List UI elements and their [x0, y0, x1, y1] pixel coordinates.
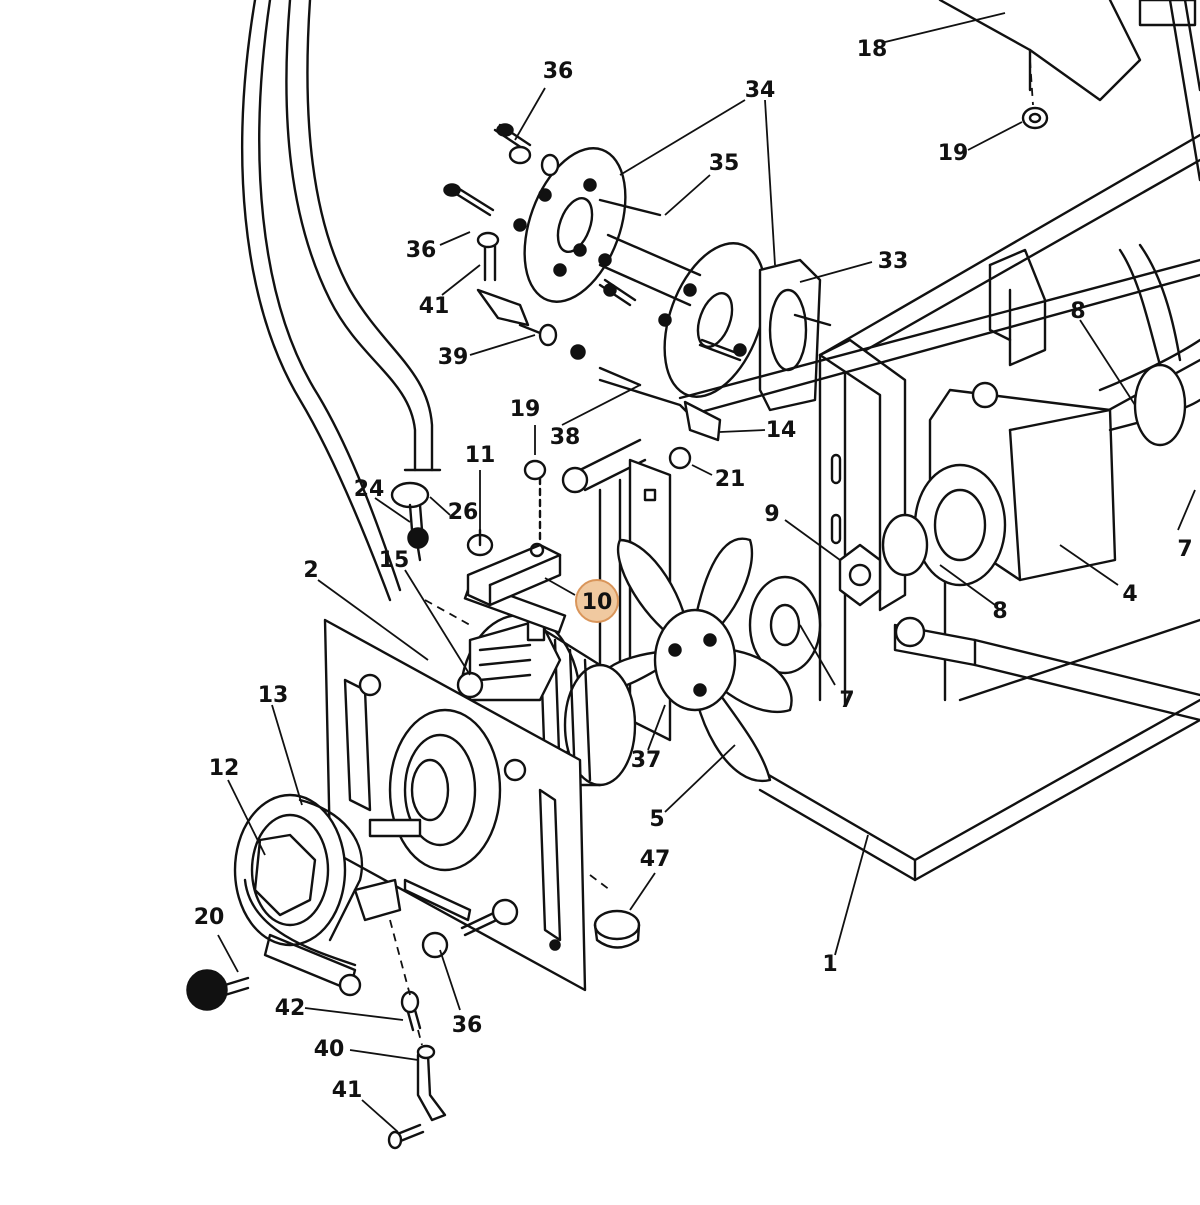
callout-18[interactable]: 18 [857, 37, 888, 62]
callout-14[interactable]: 14 [766, 418, 797, 443]
callout-7-mid[interactable]: 7 [839, 688, 854, 713]
callout-4[interactable]: 4 [1122, 582, 1137, 607]
callout-42[interactable]: 42 [275, 996, 306, 1021]
callout-37[interactable]: 37 [631, 748, 662, 773]
clevis-rod [476, 231, 1200, 442]
callout-21[interactable]: 21 [715, 467, 746, 492]
lower-fasteners [387, 898, 519, 1150]
top-plate [938, 0, 1200, 182]
callout-10-highlighted[interactable]: 10 [582, 590, 613, 615]
block-10 [466, 459, 562, 607]
knob [186, 969, 250, 1011]
highlight-marker-10 [575, 579, 619, 623]
fan [598, 537, 793, 783]
callout-8-mid[interactable]: 8 [992, 599, 1007, 624]
pulley-bolts [443, 123, 832, 362]
callout-36-top[interactable]: 36 [543, 59, 574, 84]
callout-7-right[interactable]: 7 [1177, 537, 1192, 562]
gearbox [913, 243, 1200, 587]
callout-34[interactable]: 34 [745, 78, 776, 103]
callout-labels: 36 34 35 18 19 36 41 33 39 8 19 38 14 11… [194, 37, 1193, 1103]
callout-5[interactable]: 5 [649, 807, 664, 832]
callout-39[interactable]: 39 [438, 345, 469, 370]
callout-8-top[interactable]: 8 [1070, 299, 1085, 324]
callout-12[interactable]: 12 [209, 756, 240, 781]
callout-36-bottom[interactable]: 36 [452, 1013, 483, 1038]
callout-38[interactable]: 38 [550, 425, 581, 450]
callout-1[interactable]: 1 [822, 952, 837, 977]
callout-36-left[interactable]: 36 [406, 238, 437, 263]
pulley-disc-34 [523, 147, 627, 303]
callout-15[interactable]: 15 [379, 548, 410, 573]
leader-lines [217, 12, 1196, 1133]
callout-24[interactable]: 24 [354, 477, 385, 502]
fitting-24-26 [390, 481, 430, 562]
cap-47 [593, 909, 641, 949]
pulley-disc-33 [663, 242, 822, 412]
nut-19 [1021, 106, 1049, 130]
callout-41-top[interactable]: 41 [419, 294, 450, 319]
callout-26[interactable]: 26 [448, 500, 479, 525]
hose-tubes [241, 0, 442, 602]
callout-19-mid[interactable]: 19 [510, 397, 541, 422]
callout-11[interactable]: 11 [465, 443, 496, 468]
cam-sprocket [233, 793, 402, 997]
chassis-frame [758, 133, 1200, 882]
callout-35[interactable]: 35 [709, 151, 740, 176]
callout-40[interactable]: 40 [314, 1037, 345, 1062]
callout-13[interactable]: 13 [258, 683, 289, 708]
mounting-plate [323, 618, 587, 992]
callout-19-top[interactable]: 19 [938, 141, 969, 166]
coupling [748, 513, 1200, 722]
callout-33[interactable]: 33 [878, 249, 909, 274]
callout-20[interactable]: 20 [194, 905, 225, 930]
callout-2[interactable]: 2 [303, 558, 318, 583]
callout-41-bottom[interactable]: 41 [332, 1078, 363, 1103]
callout-47[interactable]: 47 [640, 847, 671, 872]
callout-9[interactable]: 9 [764, 502, 779, 527]
